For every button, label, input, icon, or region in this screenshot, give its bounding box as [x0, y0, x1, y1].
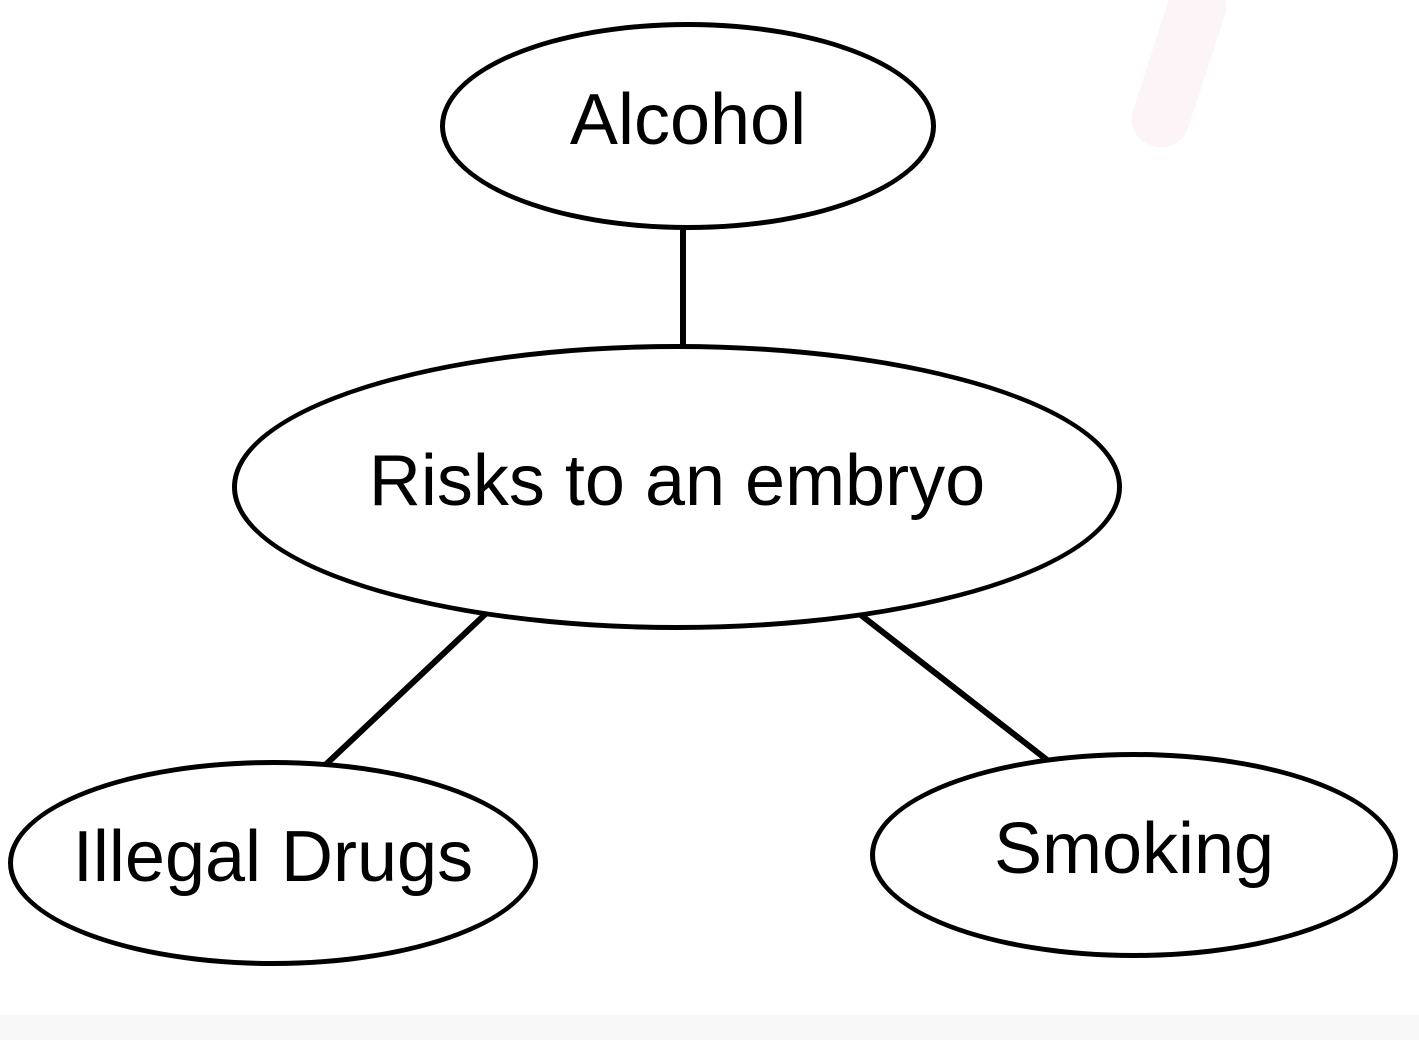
- node-alcohol: Alcohol: [440, 22, 936, 230]
- edge-risks-smoking: [846, 602, 1062, 773]
- node-risks-to-an-embryo: Risks to an embryo: [232, 344, 1122, 630]
- node-smoking: Smoking: [870, 752, 1398, 958]
- node-illegal-drugs-label: Illegal Drugs: [72, 817, 474, 897]
- edge-risks-illegal-drugs: [317, 602, 498, 773]
- node-risks-to-an-embryo-label: Risks to an embryo: [368, 441, 986, 521]
- node-alcohol-label: Alcohol: [569, 80, 807, 160]
- bottom-edge-strip: [0, 1015, 1419, 1040]
- node-smoking-label: Smoking: [993, 809, 1275, 889]
- node-illegal-drugs: Illegal Drugs: [8, 760, 538, 966]
